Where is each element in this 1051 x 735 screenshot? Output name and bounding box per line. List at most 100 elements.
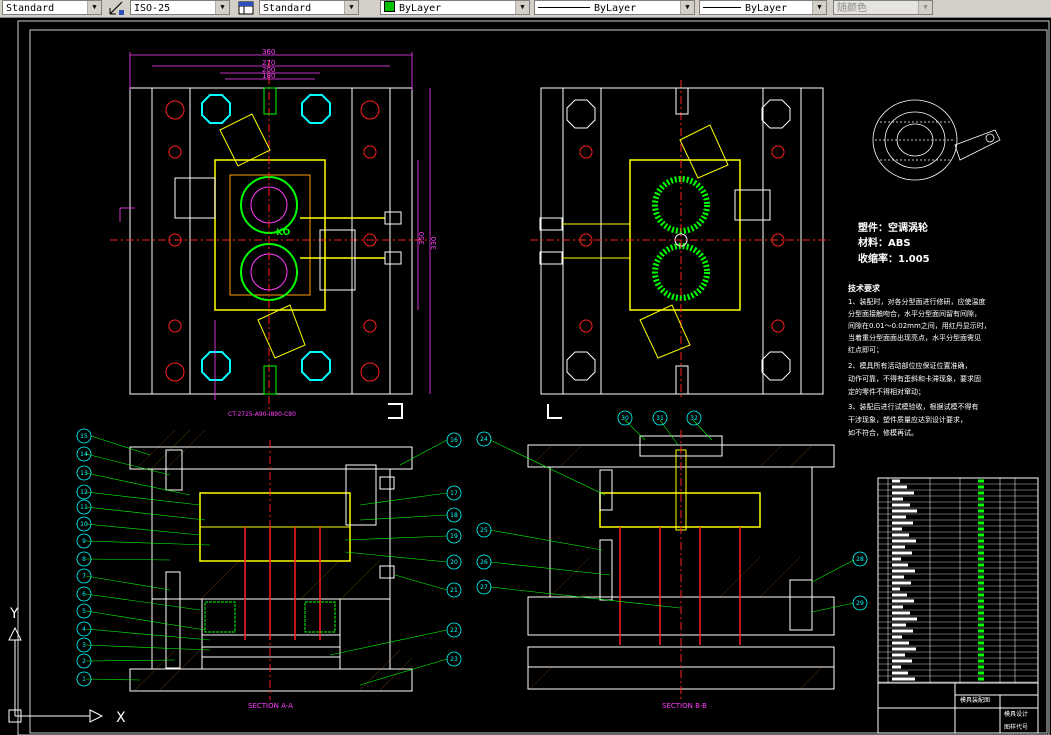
part-name-text: 塑件：空调涡轮 <box>858 221 928 234</box>
bom-cell-fill <box>978 647 984 651</box>
color-swatch-icon <box>384 1 395 12</box>
table-style-icon[interactable] <box>237 0 255 16</box>
part-isometric <box>872 99 1001 181</box>
bom-cell-fill <box>892 539 916 543</box>
bom-cell-fill <box>978 629 984 633</box>
bom-cell-fill <box>978 617 984 621</box>
bom-cell-fill <box>892 635 902 639</box>
line-preview-icon <box>538 7 590 8</box>
bom-cell-fill <box>892 581 911 585</box>
sheet-border <box>17 20 1050 735</box>
callout-label: 8 <box>82 556 86 563</box>
bom-cell-fill <box>978 611 984 615</box>
tech-line: 干涉现象，塑件质量应达到设计要求， <box>848 415 967 424</box>
ko-marker: KO <box>276 228 291 238</box>
callout-label: 22 <box>450 627 458 634</box>
ucs-y-label: Y <box>9 606 19 622</box>
dim-style-value: ISO-25 <box>134 3 171 14</box>
bom-cell-fill <box>978 563 984 567</box>
shrinkage-text: 收缩率：1.005 <box>858 252 930 265</box>
bom-cell-fill <box>978 485 984 489</box>
callout-label: 24 <box>480 436 488 443</box>
callout-label: 21 <box>450 587 458 594</box>
callout-label: 31 <box>656 415 664 422</box>
callout-label: 9 <box>82 538 86 545</box>
title-block-drawing-label: 模具装配图 <box>960 696 990 704</box>
tech-line: 当着重分型面面出现亮点，水平分型面需见 <box>848 333 981 342</box>
bom-cell-fill <box>892 641 909 645</box>
linetype-dropdown[interactable]: ByLayer ▼ <box>534 0 695 15</box>
section-bb-label: SECTION B-B <box>662 702 707 710</box>
title-block-company: 模具设计 <box>1004 710 1028 718</box>
bom-cell-fill <box>978 491 984 495</box>
bom-cell-fill <box>892 623 906 627</box>
bom-cell-fill <box>978 557 984 561</box>
drawing-canvas[interactable]: 360 270 200 180 350 330 KO CT-2725-A90-I… <box>0 17 1051 735</box>
callout-label: 2 <box>82 658 86 665</box>
section-aa-view: SECTION A-A <box>129 429 413 710</box>
bom-cell-fill <box>892 551 912 555</box>
callout-label: 6 <box>82 591 86 598</box>
bom-cell-fill <box>892 665 901 669</box>
dim-180: 180 <box>262 72 275 80</box>
bom-cell-fill <box>892 497 903 501</box>
table-style-dropdown[interactable]: Standard ▼ <box>259 0 359 15</box>
bom-cell-fill <box>978 671 984 675</box>
callout-label: 5 <box>82 608 86 615</box>
bom-cell-fill <box>892 545 905 549</box>
callout-label: 23 <box>450 656 458 663</box>
callout-label: 15 <box>80 433 88 440</box>
properties-toolbar: Standard ▼ ISO-25 ▼ Standard ▼ ByLayer ▼… <box>0 0 1051 18</box>
bom-cell-fill <box>892 575 904 579</box>
part-specs: 塑件：空调涡轮 材料：ABS 收缩率：1.005 技术要求 1、装配时，对各分型… <box>848 221 991 437</box>
ucs-icon <box>8 626 104 723</box>
callout-label: 18 <box>450 512 458 519</box>
bom-cell-fill <box>978 581 984 585</box>
bom-cell-fill <box>978 653 984 657</box>
chevron-down-icon: ▼ <box>918 1 932 14</box>
bom-cell-fill <box>892 617 917 621</box>
callout-label: 3 <box>82 642 86 649</box>
bom-cell-fill <box>978 623 984 627</box>
ucs-x-label: X <box>116 710 126 726</box>
bom-cell-fill <box>978 521 984 525</box>
bom-cell-fill <box>892 515 906 519</box>
dim-200: 200 <box>262 66 275 74</box>
bom-cell-fill <box>892 479 900 483</box>
bom-cell-fill <box>978 497 984 501</box>
bom-cell-fill <box>892 599 914 603</box>
callout-label: 16 <box>450 437 458 444</box>
bom-cell-fill <box>892 593 907 597</box>
bom-cell-fill <box>978 677 984 681</box>
bom-cell-fill <box>978 545 984 549</box>
dimension-style-icon[interactable] <box>108 0 126 16</box>
bom-cell-fill <box>978 509 984 513</box>
plot-style-dropdown[interactable]: 随颜色 ▼ <box>833 0 933 15</box>
dim-350: 350 <box>418 232 426 245</box>
dim-style-dropdown[interactable]: ISO-25 ▼ <box>130 0 230 15</box>
bom-cell-fill <box>978 635 984 639</box>
bom-cell-fill <box>892 677 915 681</box>
color-dropdown[interactable]: ByLayer ▼ <box>380 0 530 15</box>
bom-cell-fill <box>892 653 905 657</box>
drawing-frame <box>29 29 1048 734</box>
lineweight-dropdown[interactable]: ByLayer ▼ <box>699 0 827 15</box>
bom-cell-fill <box>978 593 984 597</box>
chevron-down-icon: ▼ <box>515 1 529 14</box>
bom-cell-fill <box>978 605 984 609</box>
callout-label: 26 <box>480 559 488 566</box>
bom-cell-fill <box>892 485 907 489</box>
text-style-dropdown[interactable]: Standard ▼ <box>2 0 102 15</box>
material-text: 材料：ABS <box>858 236 911 249</box>
callout-label: 29 <box>856 600 864 607</box>
callout-label: 11 <box>80 504 88 511</box>
callout-label: 28 <box>856 556 864 563</box>
table-style-value: Standard <box>263 3 312 14</box>
callout-label: 25 <box>480 527 488 534</box>
bom-cell-fill <box>892 557 901 561</box>
line-preview-icon <box>703 7 741 8</box>
tech-line: 间隙在0.01～0.02mm之间，用红丹显示时， <box>848 321 991 330</box>
bom-cell-fill <box>978 503 984 507</box>
bom-cell-fill <box>892 569 915 573</box>
bom-cell-fill <box>978 665 984 669</box>
